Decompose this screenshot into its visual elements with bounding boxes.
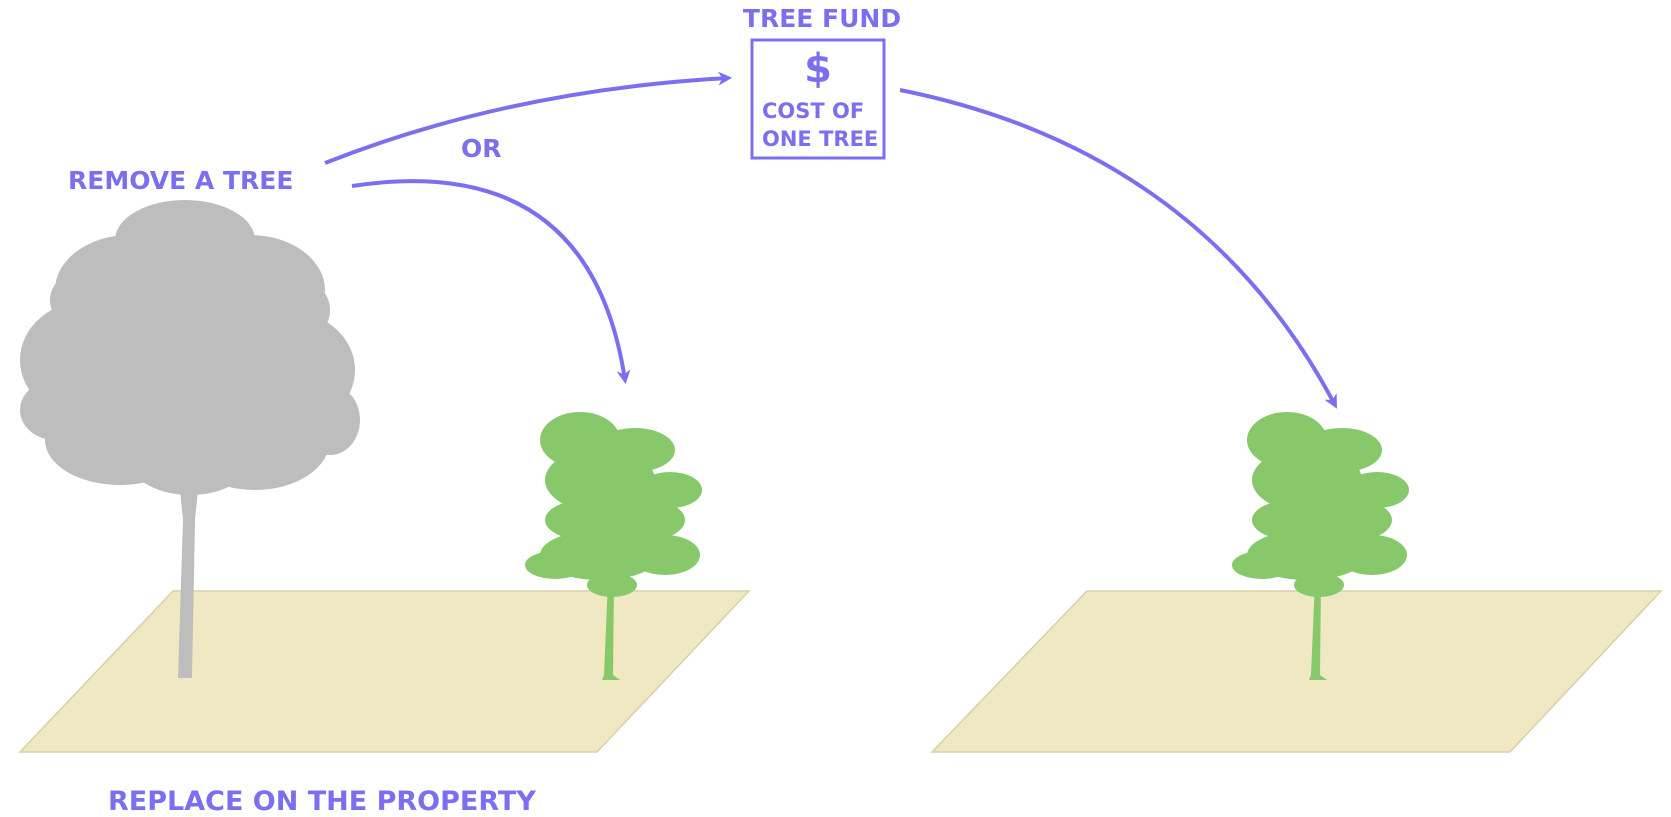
- remove-tree-label: REMOVE A TREE: [68, 166, 293, 195]
- arrow-to-tree-fund: [324, 71, 733, 165]
- property-plot-left: [18, 590, 751, 753]
- or-label: OR: [461, 134, 502, 163]
- removed-tree-icon: [20, 200, 360, 678]
- tree-fund-box: [750, 38, 886, 160]
- property-plot-right: [930, 590, 1663, 753]
- dollar-icon: $: [804, 46, 832, 92]
- tree-fund-title: TREE FUND: [743, 4, 901, 33]
- replace-on-property-label: REPLACE ON THE PROPERTY: [108, 786, 536, 817]
- arrow-fund-to-tree: [899, 88, 1337, 409]
- replacement-tree-icon: [525, 412, 702, 680]
- funded-tree-icon: [1232, 412, 1409, 680]
- arrow-to-replacement-tree: [351, 179, 631, 385]
- fund-cost-line-1: COST OF: [762, 99, 864, 123]
- fund-cost-line-2: ONE TREE: [762, 127, 878, 151]
